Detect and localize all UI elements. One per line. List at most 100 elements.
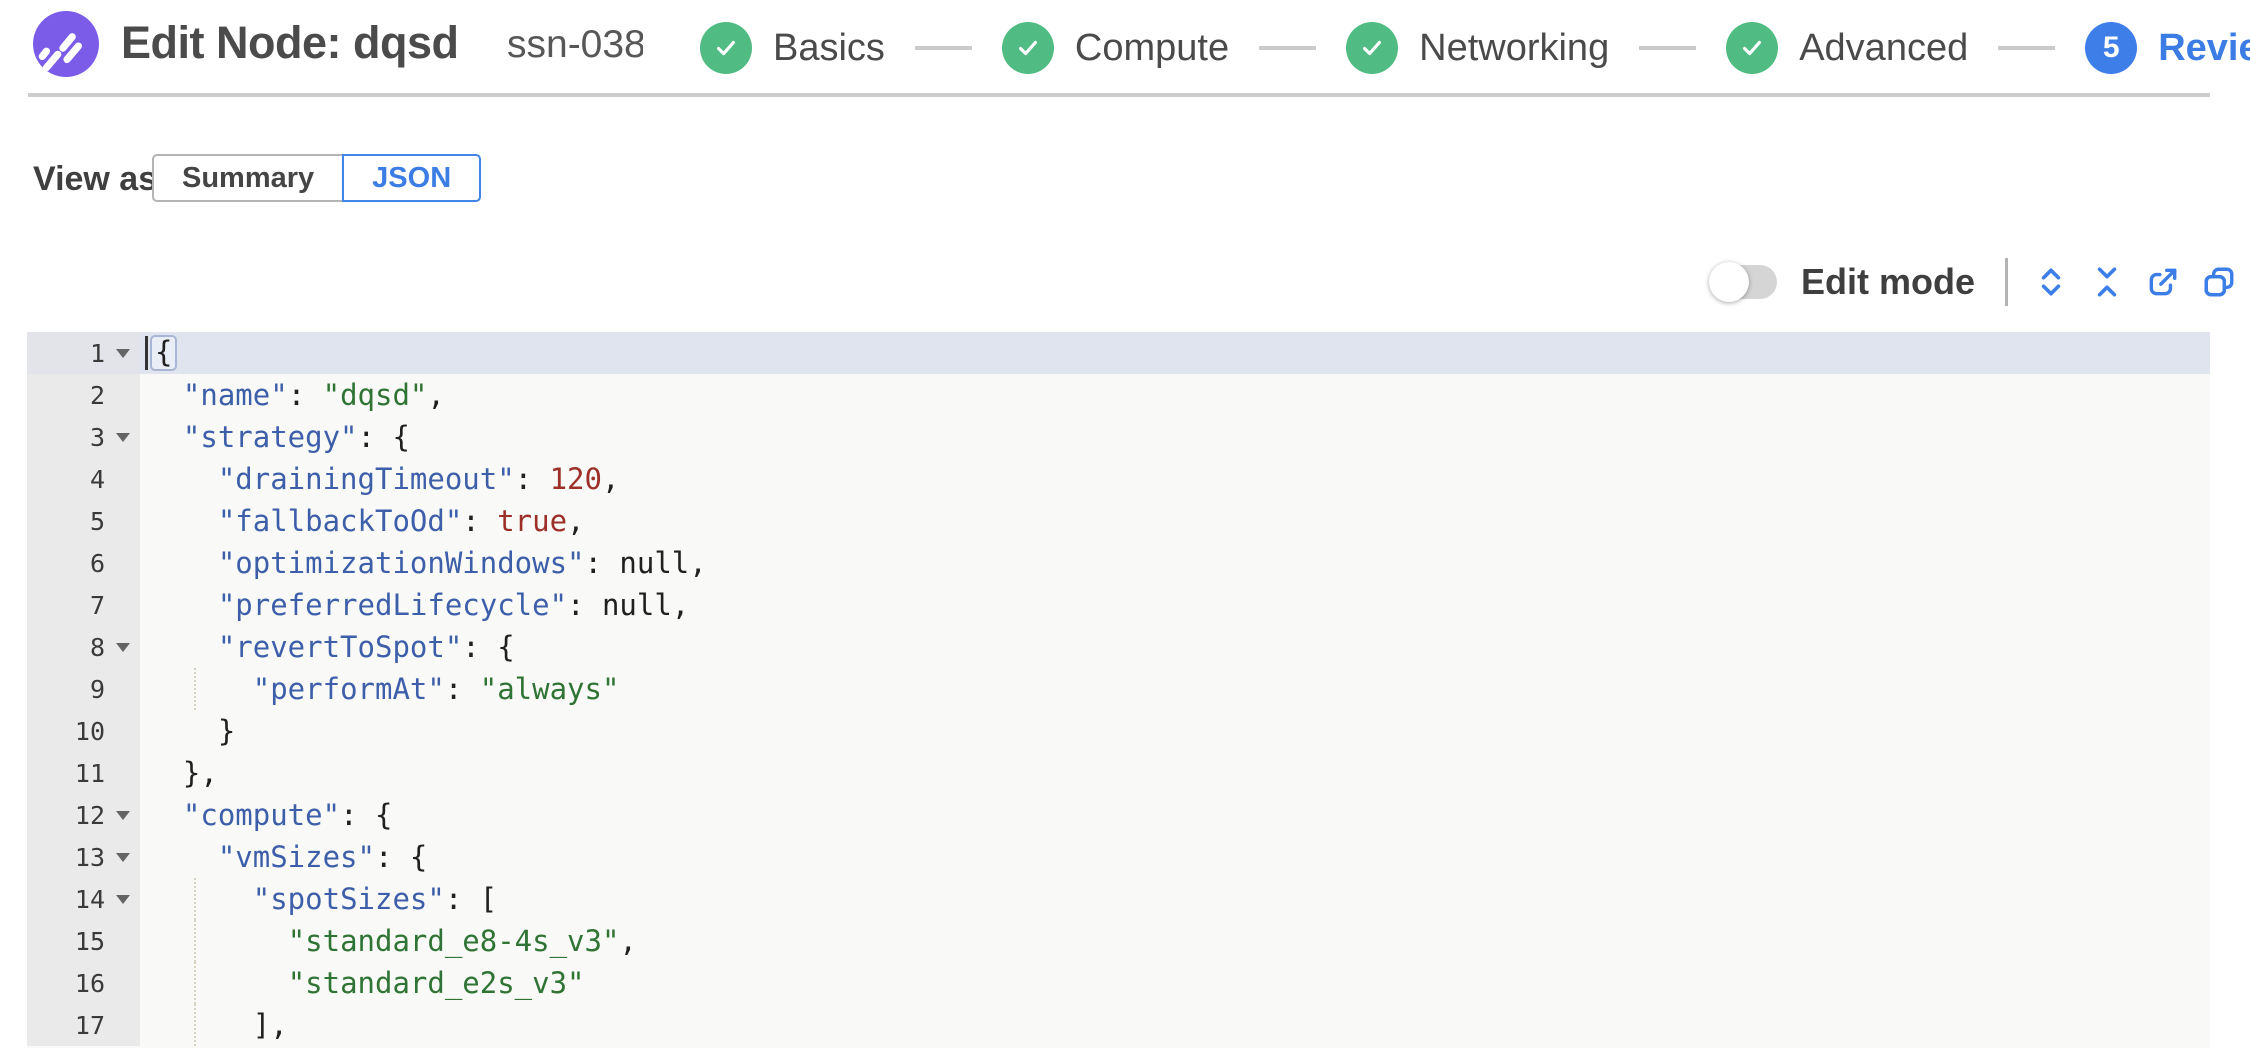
step-review[interactable]: 5Review: [2085, 22, 2250, 74]
editor-line[interactable]: 3 "strategy": {: [27, 416, 2210, 458]
editor-line[interactable]: 5 "fallbackToOd": true,: [27, 500, 2210, 542]
line-number: 3: [27, 416, 140, 458]
editor-line[interactable]: 2 "name": "dqsd",: [27, 374, 2210, 416]
editor-line[interactable]: 10 }: [27, 710, 2210, 752]
view-as-json-button[interactable]: JSON: [342, 154, 482, 202]
code-token: [148, 672, 253, 706]
line-content: "preferredLifecycle": null,: [140, 584, 2210, 626]
step-label: Advanced: [1799, 26, 1969, 69]
editor-line[interactable]: 11 },: [27, 752, 2210, 794]
editor-line[interactable]: 16 "standard_e2s_v3": [27, 962, 2210, 1004]
line-number: 11: [27, 752, 140, 794]
line-content: "name": "dqsd",: [140, 374, 2210, 416]
code-token: :: [462, 504, 498, 538]
editor-line[interactable]: 14 "spotSizes": [: [27, 878, 2210, 920]
editor-line[interactable]: 8 "revertToSpot": {: [27, 626, 2210, 668]
code-token: "always": [479, 672, 620, 706]
code-token: "spotSizes": [252, 882, 445, 916]
line-content: {: [140, 332, 2210, 374]
code-token: [148, 630, 218, 664]
step-number-badge: 5: [2085, 22, 2138, 74]
step-advanced[interactable]: Advanced: [1726, 22, 1968, 74]
fold-caret-icon[interactable]: [116, 811, 130, 820]
line-content: "standard_e8-4s_v3",: [140, 920, 2210, 962]
edit-mode-toggle[interactable]: [1709, 262, 1777, 302]
collapse-all-icon[interactable]: [2090, 265, 2124, 299]
code-token: "preferredLifecycle": [217, 588, 568, 622]
fold-caret-icon[interactable]: [116, 643, 130, 652]
copy-icon[interactable]: [2202, 265, 2236, 299]
line-number: 1: [27, 332, 140, 374]
editor-line[interactable]: 6 "optimizationWindows": null,: [27, 542, 2210, 584]
step-label: Basics: [773, 26, 885, 69]
line-number: 14: [27, 878, 140, 920]
step-connector: [1998, 46, 2056, 50]
line-number: 2: [27, 374, 140, 416]
line-number: 7: [27, 584, 140, 626]
code-token: : [: [444, 882, 498, 916]
code-token: :: [287, 378, 323, 412]
editor-line[interactable]: 17 ],: [27, 1004, 2210, 1046]
editor-line[interactable]: 13 "vmSizes": {: [27, 836, 2210, 878]
code-token: [148, 966, 288, 1000]
fold-caret-icon[interactable]: [116, 853, 130, 862]
export-icon[interactable]: [2146, 265, 2180, 299]
code-token: }: [148, 714, 236, 748]
text-cursor: [145, 336, 148, 370]
step-connector: [1639, 46, 1697, 50]
editor-toolbar: Edit mode: [1709, 256, 2236, 308]
line-number: 5: [27, 500, 140, 542]
line-content: "revertToSpot": {: [140, 626, 2210, 668]
step-networking[interactable]: Networking: [1346, 22, 1609, 74]
editor-line[interactable]: 7 "preferredLifecycle": null,: [27, 584, 2210, 626]
step-connector: [1259, 46, 1317, 50]
editor-line[interactable]: 4 "drainingTimeout": 120,: [27, 458, 2210, 500]
header-divider: [28, 93, 2210, 97]
editor-line[interactable]: 9 "performAt": "always": [27, 668, 2210, 710]
line-content: "performAt": "always": [140, 668, 2210, 710]
line-content: "drainingTimeout": 120,: [140, 458, 2210, 500]
code-token: : {: [357, 420, 410, 454]
code-token: [148, 504, 218, 538]
code-token: "drainingTimeout": [217, 462, 515, 496]
code-token: true: [497, 504, 568, 538]
line-number: 4: [27, 458, 140, 500]
fold-caret-icon[interactable]: [116, 895, 130, 904]
fold-caret-icon[interactable]: [116, 349, 130, 358]
code-token: [148, 546, 218, 580]
view-as-summary-button[interactable]: Summary: [152, 154, 345, 202]
code-token: [148, 378, 183, 412]
code-token: : null,: [584, 546, 707, 580]
code-token: [148, 882, 253, 916]
step-compute[interactable]: Compute: [1001, 22, 1229, 74]
expand-all-icon[interactable]: [2034, 265, 2068, 299]
line-content: "optimizationWindows": null,: [140, 542, 2210, 584]
editor-line[interactable]: 12 "compute": {: [27, 794, 2210, 836]
editor-line[interactable]: 15 "standard_e8-4s_v3",: [27, 920, 2210, 962]
step-check-icon: [1346, 22, 1399, 74]
code-token: "optimizationWindows": [217, 546, 585, 580]
code-token: : {: [462, 630, 515, 664]
json-editor[interactable]: 1{2 "name": "dqsd",3 "strategy": {4 "dra…: [27, 332, 2210, 1048]
line-number: 6: [27, 542, 140, 584]
code-token: "standard_e2s_v3": [287, 966, 585, 1000]
toggle-knob: [1709, 262, 1749, 302]
step-label: Networking: [1419, 26, 1610, 69]
line-content: },: [140, 752, 2210, 794]
line-number: 17: [27, 1004, 140, 1046]
code-token: : {: [340, 798, 393, 832]
indent-guide: [194, 1004, 196, 1046]
code-token: },: [148, 756, 218, 790]
step-basics[interactable]: Basics: [700, 22, 885, 74]
toolbar-icons: [2034, 265, 2236, 299]
line-content: "spotSizes": [: [140, 878, 2210, 920]
page-title: Edit Node: dqsd: [121, 17, 459, 68]
indent-guide: [194, 962, 196, 1004]
line-number: 12: [27, 794, 140, 836]
editor-line[interactable]: 1{: [27, 332, 2210, 374]
line-number: 10: [27, 710, 140, 752]
code-token: "name": [182, 378, 288, 412]
code-token: :: [514, 462, 550, 496]
fold-caret-icon[interactable]: [116, 433, 130, 442]
code-token: ,: [601, 462, 620, 496]
